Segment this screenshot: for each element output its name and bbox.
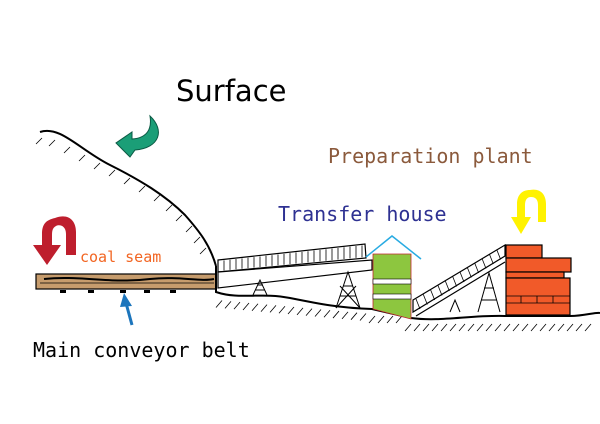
hatch-mark xyxy=(93,162,101,170)
hatch-mark xyxy=(584,323,592,332)
hatch-mark xyxy=(377,315,385,324)
surface-label: Surface xyxy=(176,74,287,108)
hatch-mark xyxy=(431,323,439,332)
hatch-mark xyxy=(278,305,286,314)
hatch-mark xyxy=(78,154,86,162)
hatch-mark xyxy=(548,323,556,332)
hatch-mark xyxy=(474,262,480,274)
hatch-mark xyxy=(494,323,502,332)
hatch-mark xyxy=(449,323,457,332)
hatch-mark xyxy=(466,267,472,278)
hatch-mark xyxy=(512,323,520,332)
hatch-mark xyxy=(314,309,322,317)
transfer-house xyxy=(365,235,422,320)
hatch-mark xyxy=(48,139,56,147)
hatch-mark xyxy=(296,307,304,316)
conveyor-2 xyxy=(412,243,506,317)
hatch-mark xyxy=(566,323,574,332)
hatch-mark xyxy=(251,303,259,312)
hatch-mark xyxy=(539,323,547,332)
hatch-mark xyxy=(305,308,313,316)
hatch-mark xyxy=(440,323,448,332)
hatch-mark xyxy=(269,305,277,313)
hatch-mark xyxy=(415,298,421,310)
hatch-mark xyxy=(422,294,428,305)
hatch-mark xyxy=(63,146,71,154)
hatch-mark xyxy=(165,204,173,212)
hatch-mark xyxy=(138,185,146,193)
hatch-mark xyxy=(332,310,340,319)
hatch-mark xyxy=(359,313,367,321)
hatch-mark xyxy=(323,309,331,318)
hatch-mark xyxy=(386,315,394,324)
ground xyxy=(215,266,600,332)
hatch-mark xyxy=(459,271,465,283)
hatch-mark xyxy=(193,236,201,244)
hatch-mark xyxy=(153,194,161,202)
hatch-mark xyxy=(224,301,232,309)
hatch-mark xyxy=(341,311,349,320)
hatch-mark xyxy=(575,323,583,332)
hatch-mark xyxy=(488,253,494,265)
coal-seam-label: coal seam xyxy=(80,248,162,266)
hatch-mark xyxy=(404,323,412,332)
hatch-mark xyxy=(199,247,207,255)
blue-arrow-icon xyxy=(120,293,134,326)
hatch-mark xyxy=(260,304,268,312)
coal-seam xyxy=(35,273,217,293)
conveyor-1 xyxy=(217,243,373,309)
hatch-mark xyxy=(413,323,421,332)
hatch-mark xyxy=(557,323,565,332)
hatch-mark xyxy=(242,302,250,311)
hatch-mark xyxy=(530,323,538,332)
main-conveyor-belt-label: Main conveyor belt xyxy=(33,338,250,362)
hatch-mark xyxy=(368,315,376,324)
hatch-mark xyxy=(496,249,502,260)
preparation-plant xyxy=(505,244,572,316)
hatch-mark xyxy=(476,323,484,332)
hatch-mark xyxy=(233,301,241,310)
teal-curved-arrow-icon xyxy=(115,114,159,158)
transfer-house-label: Transfer house xyxy=(278,202,447,226)
hatch-mark xyxy=(444,280,450,292)
hatch-mark xyxy=(430,289,436,301)
hatch-mark xyxy=(175,214,183,222)
hatch-mark xyxy=(350,312,358,320)
hatch-mark xyxy=(185,225,193,233)
yellow-u-arrow-icon xyxy=(511,189,546,234)
hatch-mark xyxy=(287,306,295,315)
hatch-mark xyxy=(422,323,430,332)
hill xyxy=(35,129,217,267)
hatch-mark xyxy=(215,300,223,308)
red-u-arrow-icon xyxy=(33,216,76,265)
hatch-mark xyxy=(123,177,131,185)
hatch-mark xyxy=(481,258,487,269)
hatch-mark xyxy=(467,323,475,332)
hatch-mark xyxy=(437,285,443,296)
hatch-mark xyxy=(521,323,529,332)
preparation-plant-label: Preparation plant xyxy=(328,144,533,168)
hatch-mark xyxy=(503,323,511,332)
hatch-mark xyxy=(458,323,466,332)
hatch-mark xyxy=(395,315,403,324)
hatch-mark xyxy=(35,137,43,145)
hatch-mark xyxy=(485,323,493,332)
hatch-mark xyxy=(108,169,116,177)
hatch-mark xyxy=(452,276,458,287)
